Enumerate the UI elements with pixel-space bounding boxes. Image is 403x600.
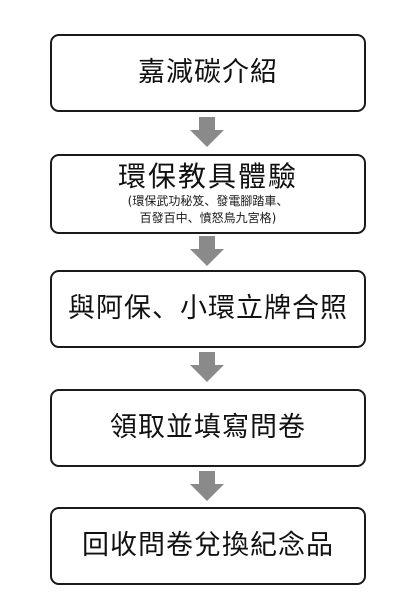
step-redeem-label: 回收問卷兌換紀念品 xyxy=(82,530,334,562)
step-eco-tools-detail-line-2: 百發百中、憤怒鳥九宮格) xyxy=(139,210,277,225)
step-intro-box: 嘉減碳介紹 xyxy=(50,34,366,112)
step-questionnaire-box: 領取並填寫問卷 xyxy=(50,389,366,467)
step-eco-tools-box: 環保教具體驗 (環保武功秘笈、發電腳踏車、 百發百中、憤怒鳥九宮格) xyxy=(50,154,366,234)
step-eco-tools-label: 環保教具體驗 xyxy=(117,160,298,194)
step-photo-box: 與阿保、小環立牌合照 xyxy=(50,270,366,348)
down-arrow-icon xyxy=(190,352,224,382)
step-questionnaire-label: 領取並填寫問卷 xyxy=(110,412,306,444)
step-eco-tools-detail-line-1: (環保武功秘笈、發電腳踏車、 xyxy=(127,193,289,208)
step-photo-label: 與阿保、小環立牌合照 xyxy=(68,293,348,325)
step-redeem-box: 回收問卷兌換紀念品 xyxy=(50,507,366,585)
down-arrow-icon xyxy=(190,236,224,266)
step-intro-label: 嘉減碳介紹 xyxy=(138,57,278,89)
down-arrow-icon xyxy=(190,471,224,501)
down-arrow-icon xyxy=(190,117,224,147)
